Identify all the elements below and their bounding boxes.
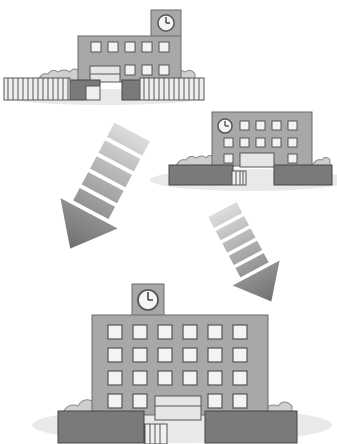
window	[208, 348, 222, 362]
school-small-top	[4, 10, 205, 105]
school-small-right	[150, 112, 337, 191]
window	[133, 325, 147, 339]
fence-left	[4, 78, 70, 100]
wall-left	[58, 411, 144, 443]
window	[158, 371, 172, 385]
school-large-bottom	[32, 284, 332, 444]
window	[158, 348, 172, 362]
entrance	[240, 153, 274, 167]
wall-right	[274, 165, 332, 185]
window	[208, 325, 222, 339]
window	[233, 394, 247, 408]
window	[233, 371, 247, 385]
window	[133, 371, 147, 385]
window	[133, 394, 147, 408]
window	[183, 371, 197, 385]
merge-arrow-left	[38, 115, 164, 265]
wall-right	[205, 411, 297, 443]
window	[108, 394, 122, 408]
window	[233, 348, 247, 362]
window	[208, 371, 222, 385]
window	[158, 325, 172, 339]
window	[233, 325, 247, 339]
entrance	[155, 396, 201, 420]
window	[108, 325, 122, 339]
window	[108, 371, 122, 385]
merge-arrow-right	[196, 196, 298, 316]
window	[133, 348, 147, 362]
window	[183, 325, 197, 339]
gate	[145, 424, 167, 444]
window	[183, 348, 197, 362]
wall-left	[169, 165, 233, 185]
gate	[232, 171, 246, 185]
window	[108, 348, 122, 362]
window	[208, 394, 222, 408]
gate	[86, 86, 100, 100]
